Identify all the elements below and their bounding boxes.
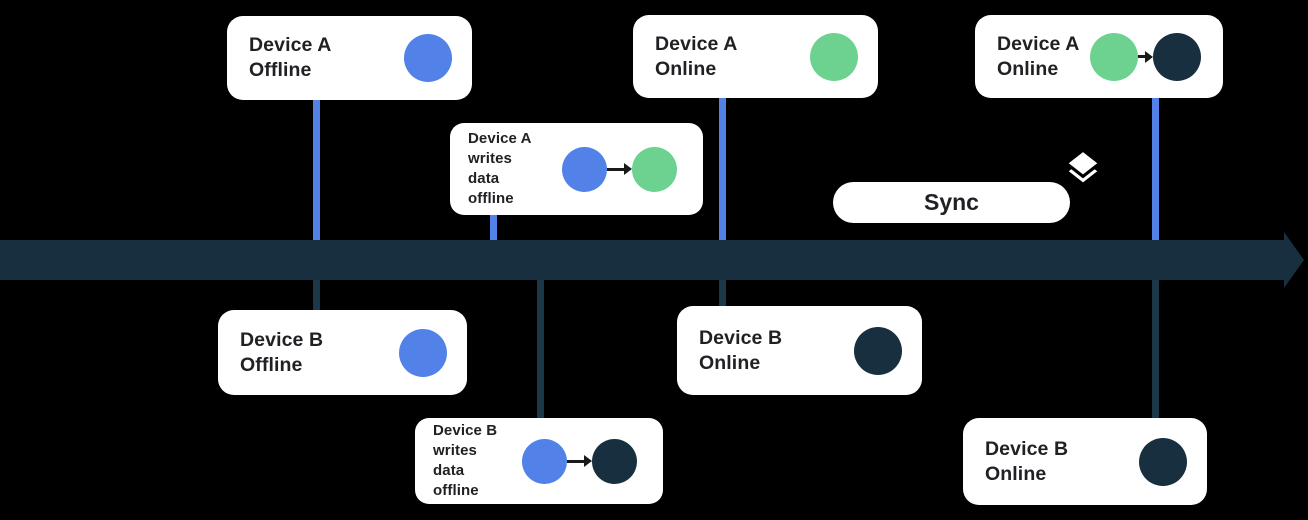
card-label: Device B Online: [699, 326, 783, 374]
card-label: Device A Online: [997, 32, 1080, 80]
state-dots: [562, 146, 677, 192]
data-state-dot-blue: [404, 34, 452, 82]
connector-device-b-online: [719, 280, 726, 308]
transition-arrow-icon: [1138, 50, 1153, 63]
state-dots: [1090, 32, 1201, 81]
card-label: Device B writes data offline: [433, 422, 498, 499]
data-state-dot-green: [632, 146, 677, 192]
card-device-b-writes-offline: Device B writes data offline: [415, 418, 663, 504]
connector-device-a-online-synced: [1152, 98, 1159, 240]
state-dots: [810, 32, 858, 81]
connector-device-b-writes: [537, 280, 544, 420]
state-dots: [399, 328, 447, 377]
data-state-dot-blue: [522, 438, 567, 484]
layers-icon: [1068, 152, 1098, 183]
card-label: Device A writes data offline: [468, 130, 532, 207]
state-dots: [522, 438, 637, 484]
sync-button: Sync: [833, 182, 1070, 223]
transition-arrow-icon: [607, 163, 632, 175]
card-label: Device A Offline: [249, 34, 332, 81]
connector-device-a-writes: [490, 213, 497, 240]
card-device-a-writes-offline: Device A writes data offline: [450, 123, 703, 215]
card-device-b-online-synced: Device B Online: [963, 418, 1207, 505]
timeline-arrowhead-icon: [1284, 232, 1304, 288]
data-state-dot-blue: [562, 146, 607, 192]
card-label: Device B Online: [985, 437, 1069, 485]
card-device-a-offline: Device A Offline: [227, 16, 472, 100]
data-state-dot-navy: [854, 326, 902, 375]
transition-arrow-icon: [567, 455, 592, 467]
card-device-a-online-synced: Device A Online: [975, 15, 1223, 98]
card-label: Device A Online: [655, 32, 738, 80]
connector-device-a-online: [719, 98, 726, 240]
card-label: Device B Offline: [240, 328, 324, 376]
data-state-dot-green: [1090, 32, 1138, 81]
data-state-dot-blue: [399, 328, 447, 377]
state-dots: [854, 326, 902, 375]
state-dots: [404, 34, 452, 82]
card-device-b-offline: Device B Offline: [218, 310, 467, 395]
timeline-bar: [0, 240, 1284, 280]
data-state-dot-navy: [1139, 437, 1187, 486]
data-state-dot-navy: [592, 438, 637, 484]
data-state-dot-green: [810, 32, 858, 81]
card-device-b-online: Device B Online: [677, 306, 922, 395]
sync-label: Sync: [924, 189, 979, 215]
connector-device-b-online-synced: [1152, 280, 1159, 420]
card-device-a-online: Device A Online: [633, 15, 878, 98]
data-state-dot-navy: [1153, 32, 1201, 81]
connector-device-b-offline: [313, 280, 320, 312]
connector-device-a-offline: [313, 100, 320, 240]
state-dots: [1139, 437, 1187, 486]
